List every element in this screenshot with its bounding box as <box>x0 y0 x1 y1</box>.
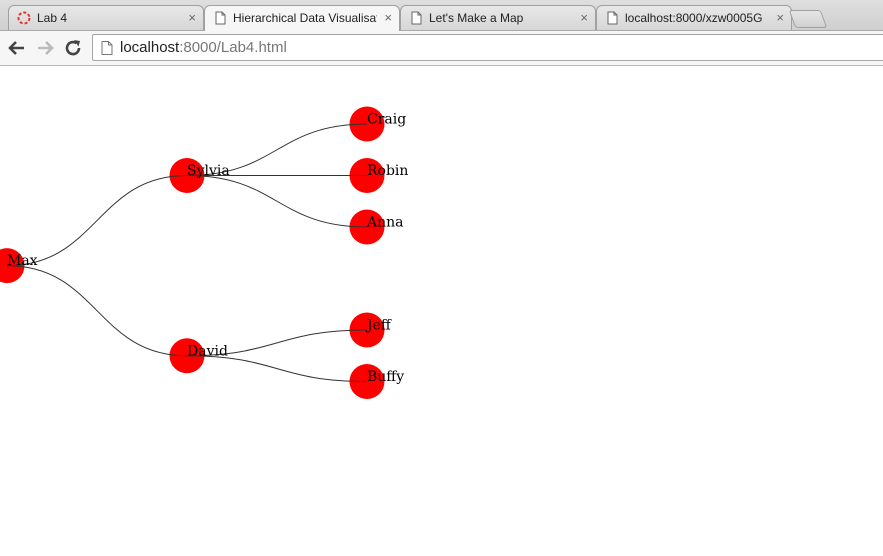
tab-hierarchical-data[interactable]: Hierarchical Data Visualisati × <box>204 5 400 31</box>
back-arrow-icon[interactable] <box>6 37 28 59</box>
tab-title: localhost:8000/xzw0005G <box>625 11 763 25</box>
tab-close-icon[interactable]: × <box>384 10 392 25</box>
tree-node-label: Anna <box>366 215 404 231</box>
tree-node-label: David <box>187 343 228 359</box>
tab-title: Hierarchical Data Visualisati <box>233 11 377 25</box>
tree-node-label: Craig <box>367 112 406 128</box>
tree-link <box>186 175 368 228</box>
tree-node-label: Robin <box>367 163 408 179</box>
forward-arrow-icon[interactable] <box>34 37 56 59</box>
browser-toolbar: localhost:8000/Lab4.html <box>0 31 883 66</box>
address-bar[interactable]: localhost:8000/Lab4.html <box>92 34 883 61</box>
url-text: localhost:8000/Lab4.html <box>120 39 287 56</box>
url-host: localhost <box>120 39 180 56</box>
tab-title: Let's Make a Map <box>429 11 524 25</box>
tree-link <box>186 123 368 176</box>
tree-link <box>186 355 368 382</box>
page-icon <box>411 11 422 25</box>
tab-lab4[interactable]: Lab 4 × <box>8 5 204 30</box>
tab-title: Lab 4 <box>37 11 68 25</box>
tree-node-label: Max <box>7 253 38 269</box>
url-path: :8000/Lab4.html <box>179 39 287 56</box>
new-tab-button[interactable] <box>788 10 828 28</box>
reload-icon[interactable] <box>62 37 84 59</box>
tree-node-label: Jeff <box>365 318 392 334</box>
tree-link <box>6 175 188 267</box>
tree-link <box>186 329 368 357</box>
tab-strip: Lab 4 × Hierarchical Data Visualisati × … <box>0 0 883 31</box>
tab-close-icon[interactable]: × <box>580 10 588 25</box>
loading-spinner-icon <box>17 11 31 25</box>
page-icon <box>607 11 618 25</box>
tab-localhost[interactable]: localhost:8000/xzw0005G × <box>596 5 792 30</box>
tab-close-icon[interactable]: × <box>188 10 196 25</box>
tab-close-icon[interactable]: × <box>776 10 784 25</box>
tree-link <box>6 265 188 357</box>
tree-node-label: Sylvia <box>187 163 230 179</box>
page-icon <box>101 41 113 55</box>
tab-lets-make-a-map[interactable]: Let's Make a Map × <box>400 5 596 30</box>
page-icon <box>215 11 226 25</box>
tree-node-label: Buffy <box>367 369 404 385</box>
